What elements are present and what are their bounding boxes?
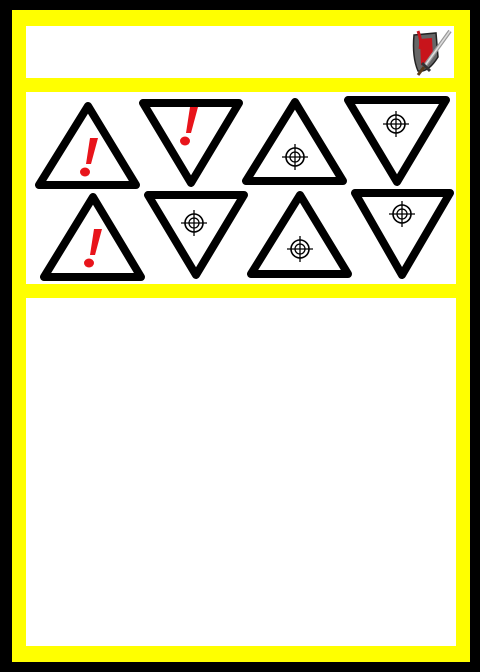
triangle-symbol-7 bbox=[247, 191, 352, 278]
card-text-box bbox=[26, 298, 456, 646]
triangle-symbol-5 bbox=[40, 193, 145, 281]
triangle-symbol-1 bbox=[35, 102, 140, 189]
triangle-symbol-8 bbox=[351, 189, 454, 279]
crossed-sword-shield-icon bbox=[412, 29, 452, 76]
card-title-box bbox=[26, 26, 454, 78]
triangle-symbol-4 bbox=[344, 96, 450, 186]
triangle-symbol-6 bbox=[144, 191, 248, 279]
triangle-symbol-2 bbox=[139, 99, 243, 187]
triangle-symbol-3 bbox=[242, 98, 347, 185]
